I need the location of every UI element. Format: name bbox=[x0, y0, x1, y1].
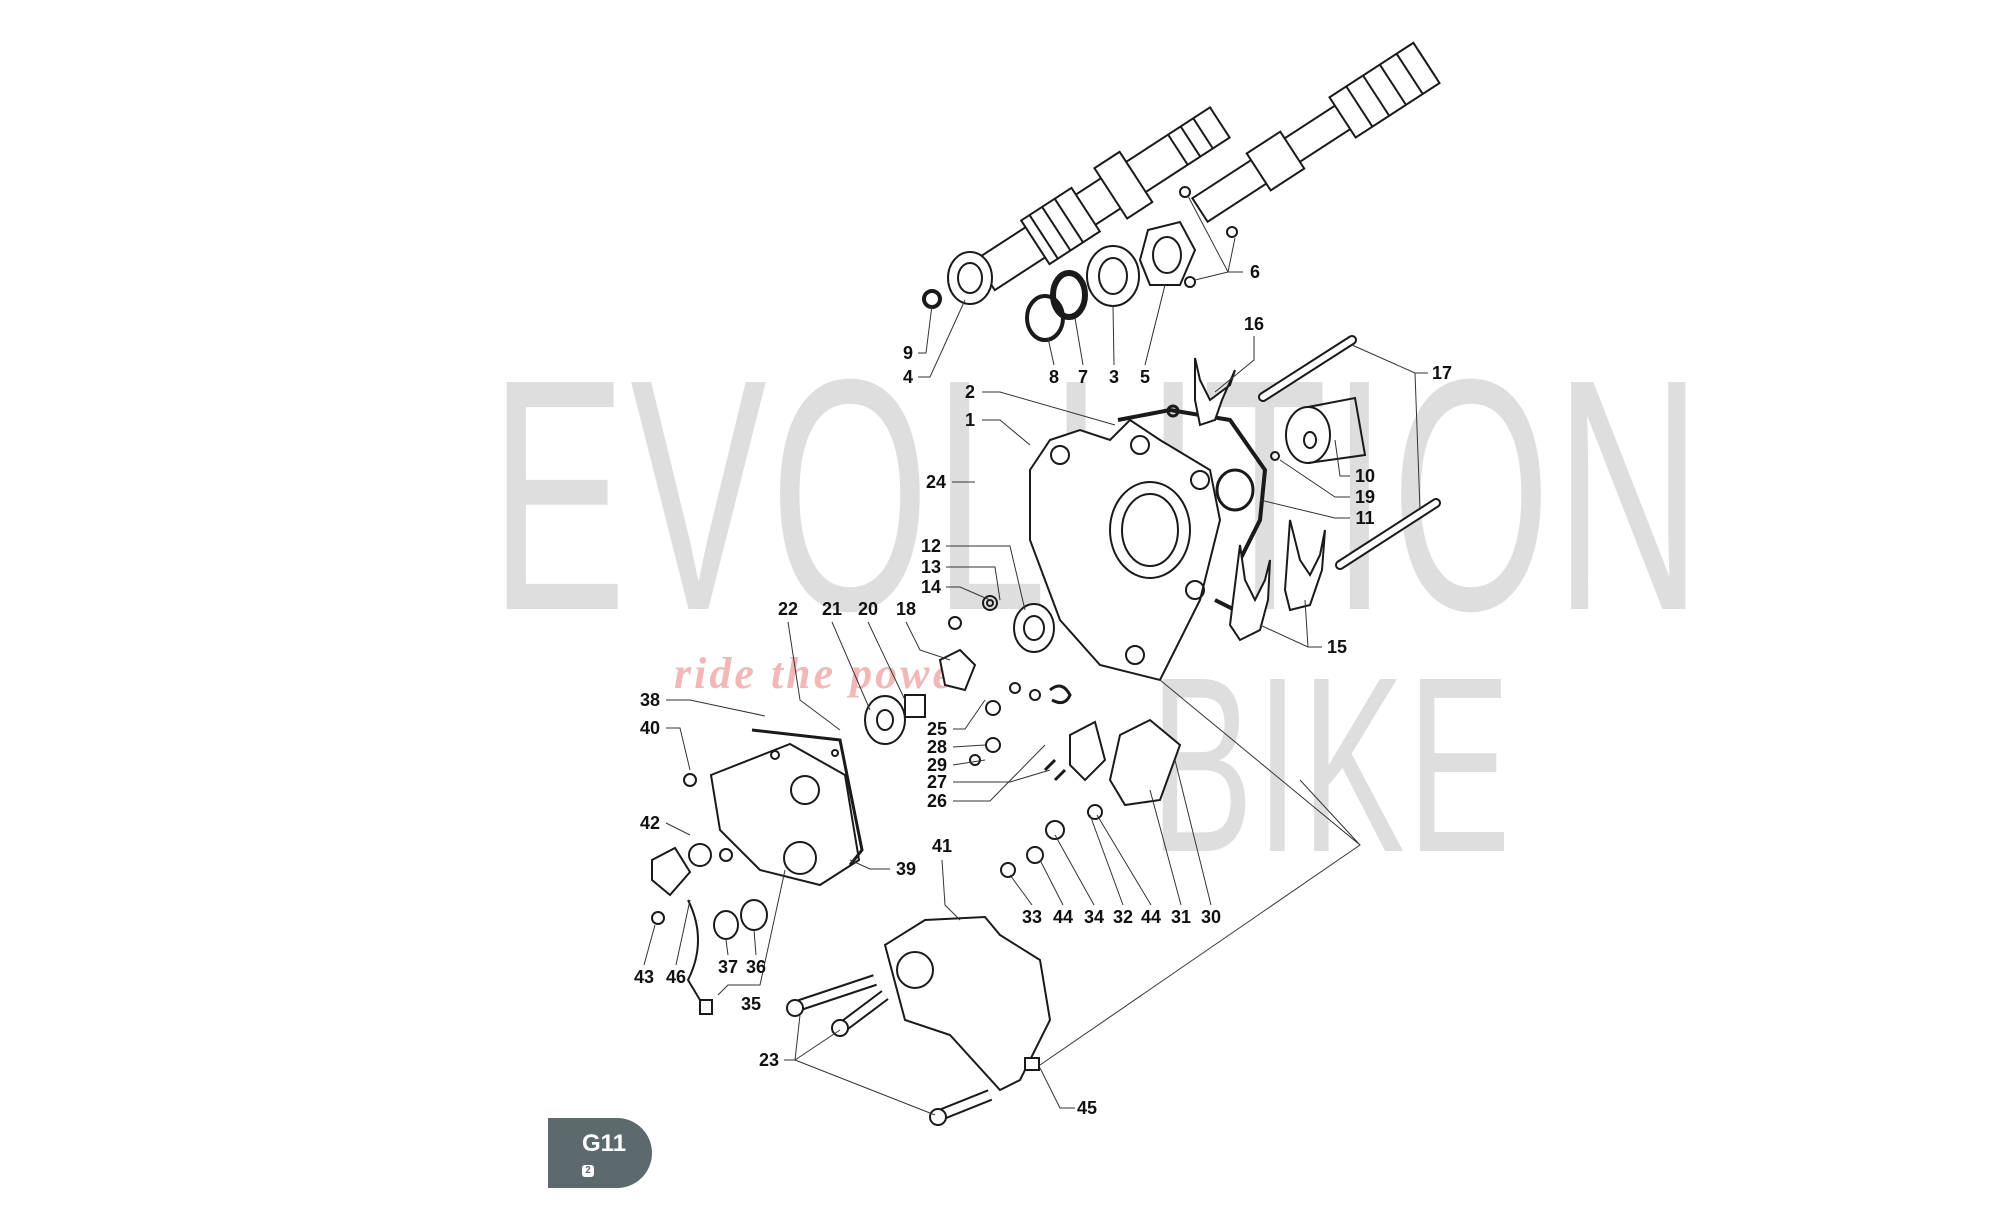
callout-44b: 44 bbox=[1140, 907, 1162, 927]
callout-40: 40 bbox=[639, 718, 661, 738]
callout-29: 29 bbox=[926, 755, 948, 775]
shift-cam bbox=[1069, 720, 1107, 782]
shift-fork-15b bbox=[1283, 519, 1326, 612]
callout-28: 28 bbox=[926, 737, 948, 757]
callout-26: 26 bbox=[926, 791, 948, 811]
selector-shaft bbox=[1108, 718, 1182, 807]
callout-21: 21 bbox=[821, 599, 843, 619]
clutch-cover bbox=[709, 742, 861, 887]
shift-star bbox=[938, 648, 977, 692]
sprocket-cover bbox=[883, 915, 1052, 1092]
callout-33: 33 bbox=[1021, 907, 1043, 927]
shift-fork-16 bbox=[1194, 357, 1236, 427]
callout-5: 5 bbox=[1139, 367, 1151, 387]
page-badge: G11 2 bbox=[548, 1118, 652, 1188]
input-shaft bbox=[1190, 41, 1441, 224]
callout-39: 39 bbox=[895, 859, 917, 879]
callout-44: 44 bbox=[1052, 907, 1074, 927]
callout-37: 37 bbox=[717, 957, 739, 977]
callout-15: 15 bbox=[1326, 637, 1348, 657]
callout-41: 41 bbox=[931, 836, 953, 856]
callout-23: 23 bbox=[758, 1050, 780, 1070]
callout-11: 11 bbox=[1355, 508, 1375, 528]
callout-17: 17 bbox=[1431, 363, 1453, 383]
callout-32: 32 bbox=[1112, 907, 1134, 927]
callout-19: 19 bbox=[1354, 487, 1376, 507]
callout-31: 31 bbox=[1170, 907, 1192, 927]
callout-45: 45 bbox=[1076, 1098, 1098, 1118]
callout-7: 7 bbox=[1077, 367, 1089, 387]
callout-3: 3 bbox=[1108, 367, 1120, 387]
callout-9: 9 bbox=[902, 343, 914, 363]
callout-12: 12 bbox=[920, 536, 942, 556]
gearbox-cover bbox=[1029, 418, 1222, 682]
callout-36: 36 bbox=[745, 957, 767, 977]
callout-30: 30 bbox=[1200, 907, 1222, 927]
callout-14: 14 bbox=[920, 577, 942, 597]
callout-10: 10 bbox=[1354, 466, 1376, 486]
callout-20: 20 bbox=[857, 599, 879, 619]
callout-35: 35 bbox=[740, 994, 762, 1014]
callout-6: 6 bbox=[1249, 262, 1261, 282]
callout-13: 13 bbox=[920, 557, 942, 577]
callout-2: 2 bbox=[964, 382, 976, 402]
callout-42: 42 bbox=[639, 813, 661, 833]
diagram-page-number: 2 bbox=[582, 1165, 594, 1177]
shift-fork-15a bbox=[1228, 544, 1271, 642]
callout-8: 8 bbox=[1048, 367, 1060, 387]
callout-18: 18 bbox=[895, 599, 917, 619]
callout-16: 16 bbox=[1243, 314, 1265, 334]
callout-43: 43 bbox=[633, 967, 655, 987]
diagram-code: G11 bbox=[582, 1130, 627, 1157]
callout-1: 1 bbox=[964, 410, 976, 430]
callout-22: 22 bbox=[777, 599, 799, 619]
watermark-tagline: ride the power bbox=[674, 649, 976, 698]
callout-34: 34 bbox=[1083, 907, 1105, 927]
callout-4: 4 bbox=[902, 367, 914, 387]
callout-27: 27 bbox=[926, 772, 948, 792]
callout-24: 24 bbox=[925, 472, 947, 492]
callout-46: 46 bbox=[665, 967, 687, 987]
callout-38: 38 bbox=[639, 690, 661, 710]
selector-drum bbox=[1285, 396, 1367, 464]
callout-25: 25 bbox=[926, 719, 948, 739]
watermark-brand-bottom: BIKE bbox=[1150, 625, 1514, 904]
